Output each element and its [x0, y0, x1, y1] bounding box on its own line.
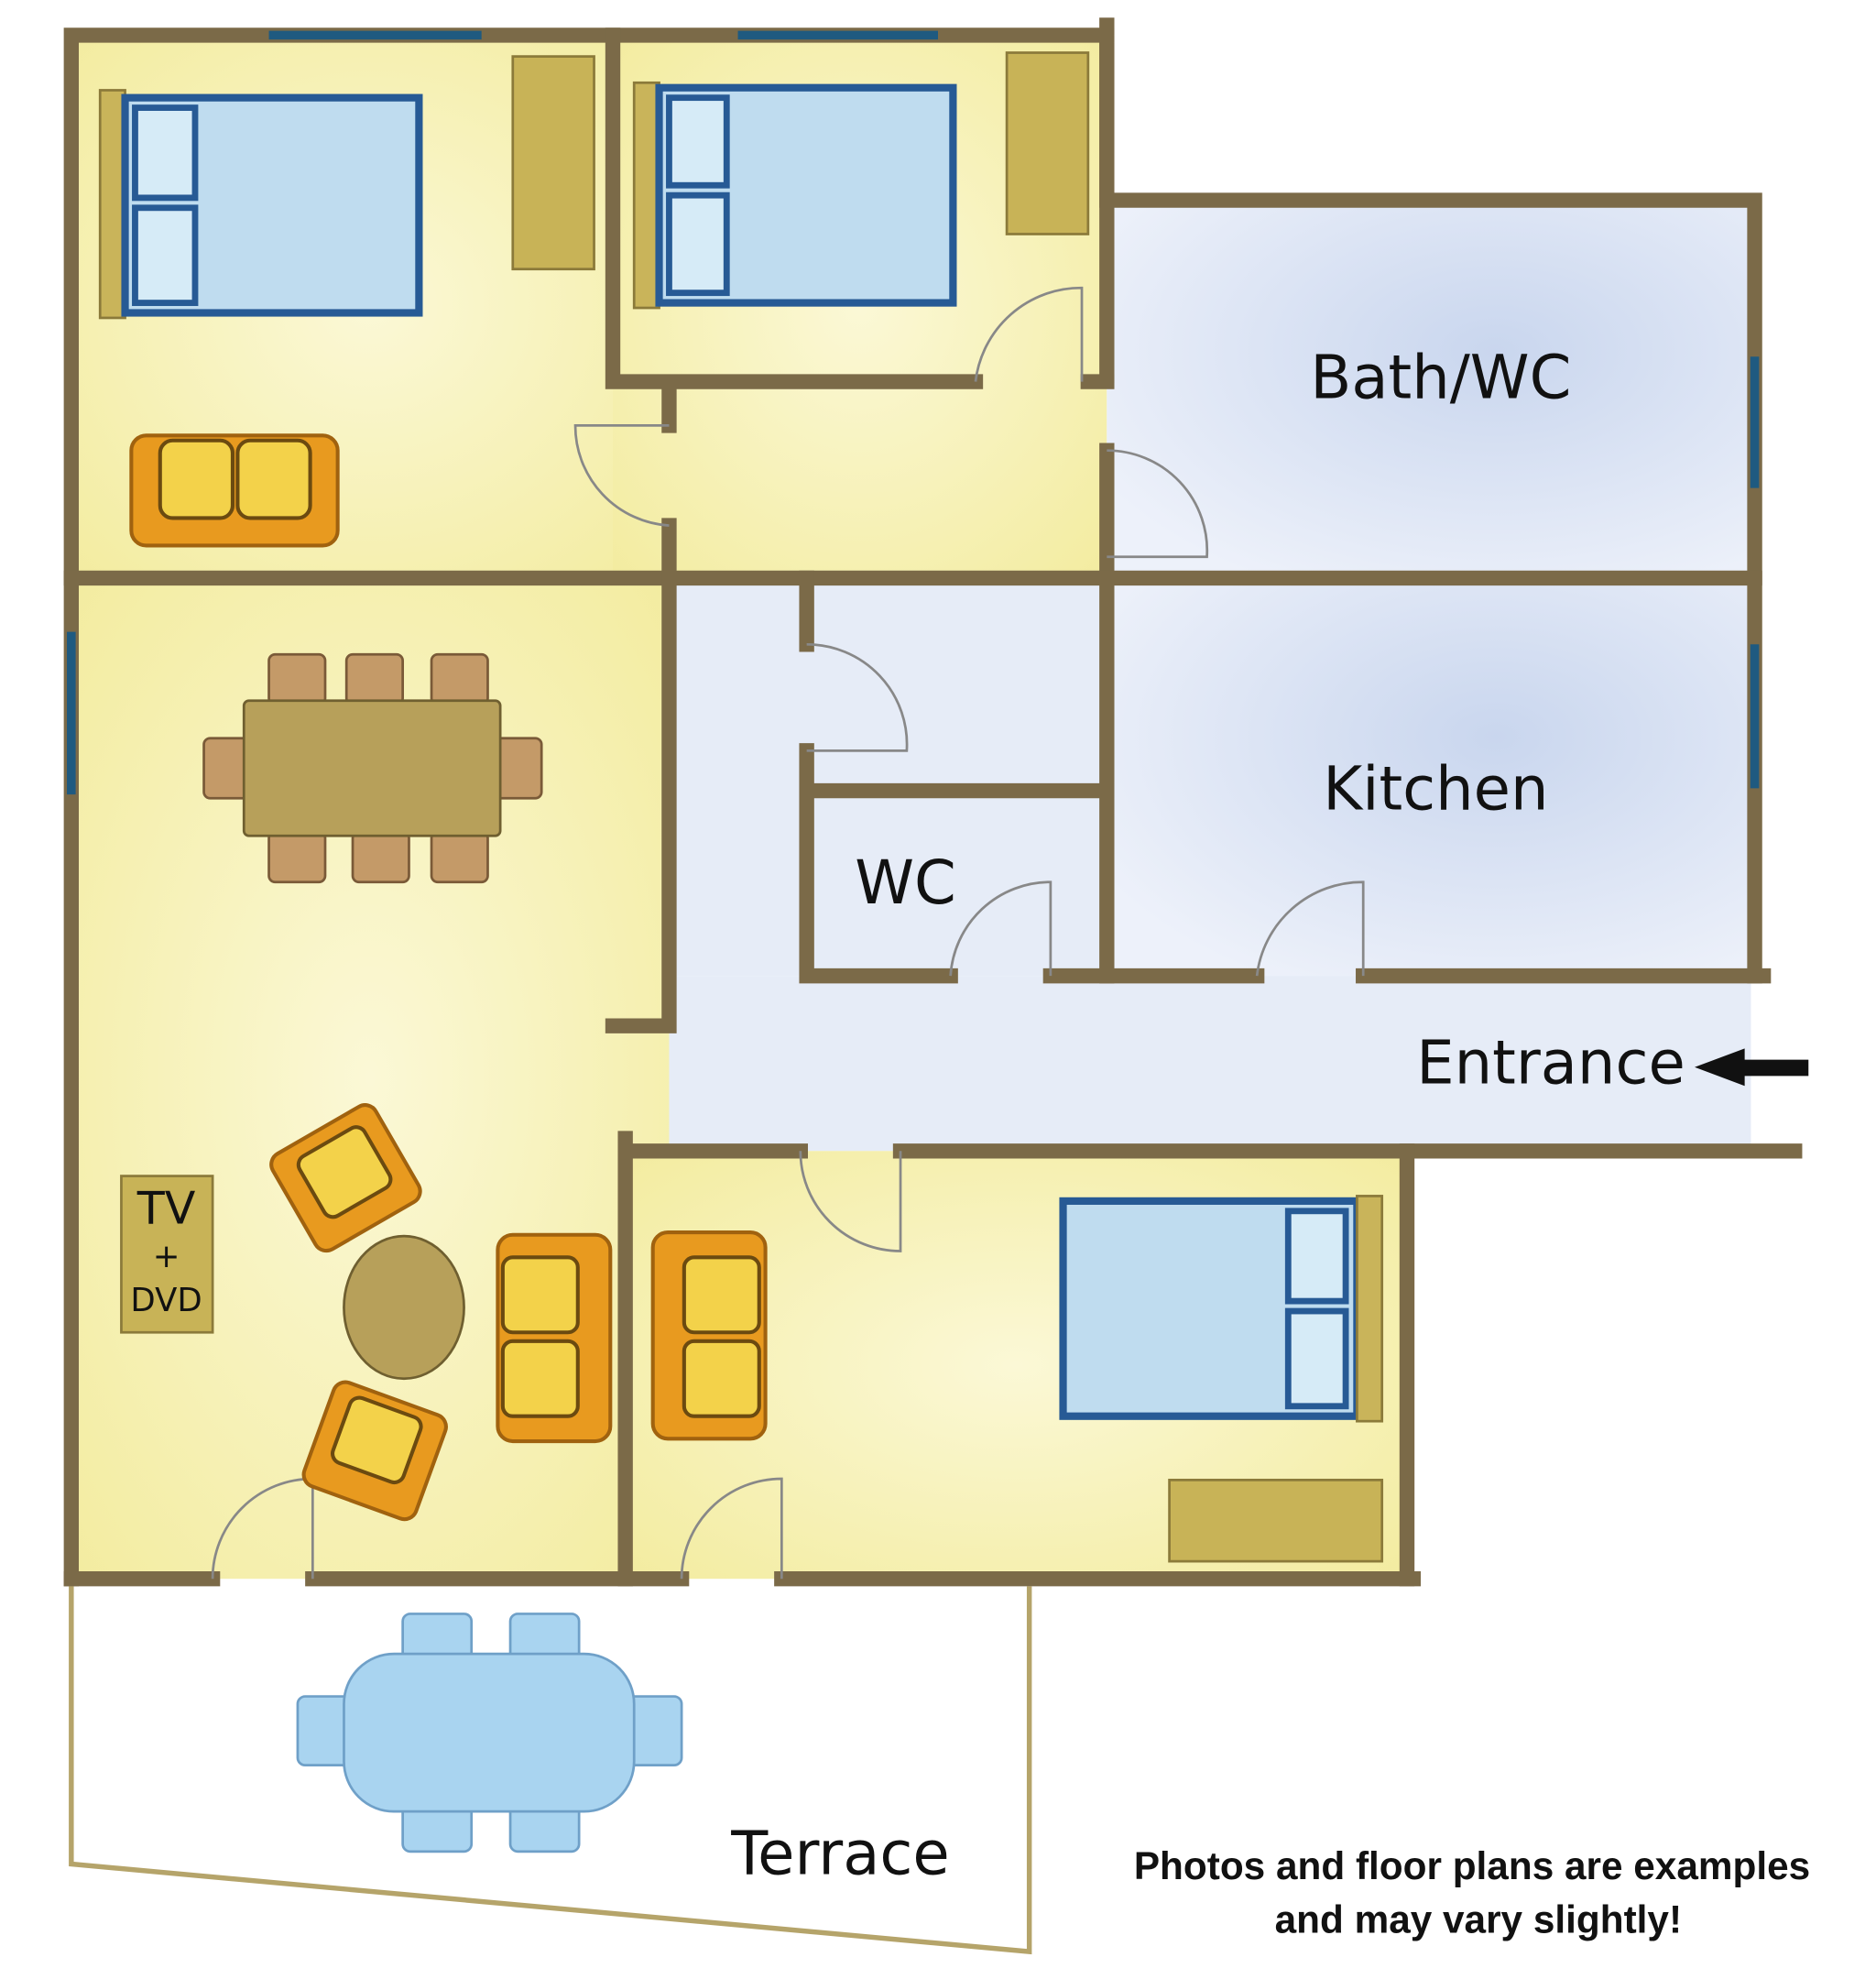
entrance-arrow-icon [1695, 1048, 1809, 1087]
pillow [666, 94, 730, 189]
room-label-wc: WC [855, 848, 956, 918]
tv-label: TV [136, 1181, 196, 1234]
pillow [132, 104, 199, 202]
pillow [1284, 1307, 1349, 1410]
dresser [1168, 1478, 1384, 1563]
room-label-kitchen: Kitchen [1323, 755, 1548, 825]
pillow [1284, 1208, 1349, 1305]
pillow [132, 204, 199, 306]
kitchen-floor [1107, 577, 1755, 977]
armchair [301, 1380, 448, 1522]
terrace-furniture [296, 1613, 683, 1853]
bed-headboard [1356, 1195, 1384, 1423]
sofa-cushion [235, 438, 312, 520]
sofa [496, 1232, 613, 1444]
hall-floor [669, 577, 1107, 977]
disclaimer-line-1: Photos and floor plans are examples [1134, 1844, 1810, 1887]
disclaimer-line-2: and may vary slightly! [1275, 1898, 1682, 1941]
entrance-floor [625, 976, 1751, 1152]
bedroom-1 [98, 55, 595, 548]
terrace-outline [69, 1586, 1032, 1955]
dvd-label: DVD [130, 1282, 202, 1319]
pillow [666, 191, 730, 297]
sofa [650, 1230, 768, 1441]
dining-table [242, 699, 502, 837]
living-room: TV + DVD [120, 652, 613, 1522]
doors [211, 286, 1365, 1580]
tv-dvd: TV + DVD [120, 1175, 214, 1334]
sofa-cushion [158, 438, 234, 520]
walls [63, 17, 1803, 1955]
bed-headboard [98, 89, 126, 320]
armchair [269, 1103, 422, 1253]
tv-plus: + [153, 1238, 180, 1275]
coffee-table [343, 1234, 465, 1381]
bed-headboard [632, 81, 660, 310]
bedroom-3 [650, 1195, 1384, 1563]
room-label-terrace: Terrace [730, 1819, 949, 1888]
room-label-entrance: Entrance [1416, 1029, 1685, 1099]
terrace-table [343, 1652, 636, 1813]
room-label-bath: Bath/WC [1310, 343, 1571, 412]
bedroom-2 [632, 51, 1090, 310]
bath-floor [1107, 200, 1755, 578]
wardrobe [511, 55, 595, 271]
wardrobe [1005, 51, 1090, 235]
